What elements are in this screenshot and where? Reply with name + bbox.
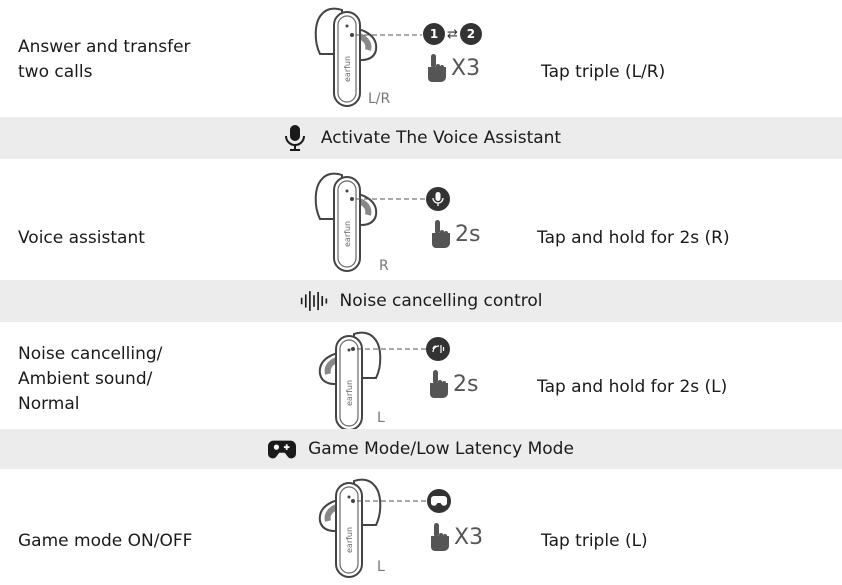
hand-tap-icon xyxy=(430,370,448,398)
microphone-icon xyxy=(426,187,450,211)
gesture-row-voice-assistant: Voice assistant earfun R 2s Tap and hold… xyxy=(0,159,842,285)
function-label: Answer and transfer two calls xyxy=(18,37,191,82)
dashed-pointer xyxy=(350,197,426,201)
dashed-pointer xyxy=(350,33,422,37)
section-title: Game Mode/Low Latency Mode xyxy=(308,438,574,459)
hold-gesture: 2s xyxy=(426,369,478,399)
tap-gesture: X3 xyxy=(424,53,480,83)
action-description: Tap and hold for 2s (R) xyxy=(537,228,730,248)
earbud-illustration-left: earfun xyxy=(318,478,382,578)
action-description: Tap triple (L/R) xyxy=(541,62,666,82)
gamepad-icon xyxy=(268,435,297,463)
action-description: Tap triple (L) xyxy=(541,531,648,551)
earbud-illustration-right: earfun xyxy=(314,172,378,272)
gesture-row-noise-cancelling: Noise cancelling/ Ambient sound/ Normal … xyxy=(0,322,842,435)
earbud-side-label: L xyxy=(377,410,385,426)
section-bar-noise-cancelling: Noise cancelling control xyxy=(0,280,842,322)
soundwave-icon xyxy=(300,287,328,315)
gesture-count: X3 xyxy=(454,524,484,550)
earbud-brand: earfun xyxy=(345,527,354,553)
section-bar-game-mode: Game Mode/Low Latency Mode xyxy=(0,429,842,469)
action-description: Tap and hold for 2s (L) xyxy=(537,377,728,397)
gesture-count: X3 xyxy=(451,55,481,81)
hand-tap-icon xyxy=(428,54,446,82)
section-bar-voice-assistant: Activate The Voice Assistant xyxy=(0,117,842,159)
earbud-side-label: R xyxy=(379,258,389,274)
tap-gesture: X3 xyxy=(427,522,483,552)
hand-tap-icon xyxy=(432,220,450,248)
gesture-row-game-mode: Game mode ON/OFF earfun L X3 Tap triple … xyxy=(0,469,842,585)
section-title: Activate The Voice Assistant xyxy=(320,127,562,148)
gamepad-icon xyxy=(427,489,451,513)
dashed-pointer xyxy=(351,347,427,351)
call-transfer-icon: 1 ⇄ 2 xyxy=(423,23,482,45)
dashed-pointer xyxy=(351,499,427,503)
section-title: Noise cancelling control xyxy=(339,290,543,311)
function-label: Game mode ON/OFF xyxy=(18,531,193,551)
function-label: Noise cancelling/ Ambient sound/ Normal xyxy=(18,344,163,414)
hand-tap-icon xyxy=(431,523,449,551)
function-label: Voice assistant xyxy=(18,228,145,248)
microphone-icon xyxy=(281,124,309,152)
earbud-brand: earfun xyxy=(345,380,354,406)
earbud-side-label: L/R xyxy=(368,91,391,107)
earbud-brand: earfun xyxy=(343,56,352,82)
gesture-row-call-transfer: Answer and transfer two calls earfun L/R… xyxy=(0,0,842,117)
earbud-illustration-left: earfun xyxy=(318,331,382,431)
gesture-duration: 2s xyxy=(453,371,479,397)
noise-cancelling-icon xyxy=(426,337,450,361)
hold-gesture: 2s xyxy=(428,219,480,249)
gesture-duration: 2s xyxy=(455,221,481,247)
earbud-side-label: L xyxy=(377,559,385,575)
earbud-brand: earfun xyxy=(343,221,352,247)
